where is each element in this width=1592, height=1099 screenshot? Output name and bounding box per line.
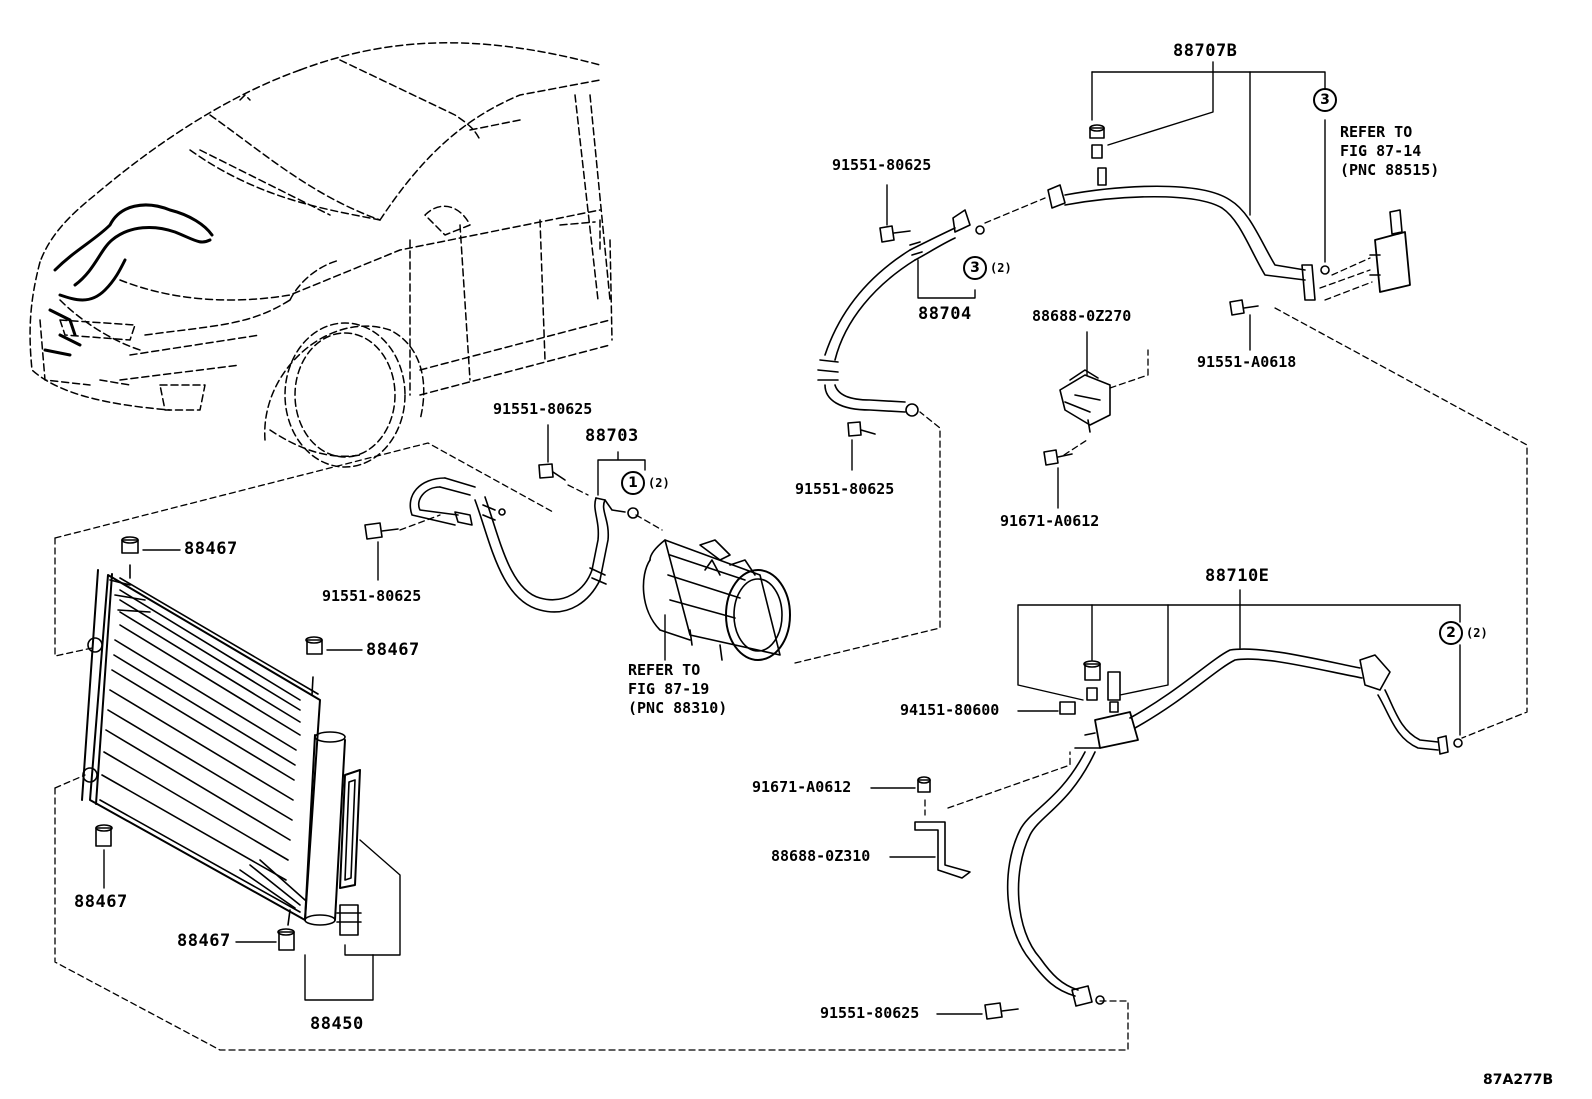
cushion-88467-parts [95,536,323,951]
reference-lines [54,197,1528,1051]
callout-3-mid: 3 [963,256,987,280]
pipe-88710e [1006,648,1463,1007]
label-91671-a0612-top: 91671-A0612 [1000,512,1100,530]
label-88467-bottom: 88467 [177,931,231,951]
label-91551-a0618: 91551-A0618 [1197,353,1297,371]
label-88688-0z270: 88688-0Z270 [1032,307,1132,325]
label-91551-80625-bottom: 91551-80625 [820,1004,920,1022]
label-91551-80625-top: 91551-80625 [832,156,932,174]
qty-callout-3: (2) [990,261,1012,275]
callout-3-top: 3 [1313,88,1337,112]
vehicle-ac-lines [43,203,214,357]
label-91551-80625-condenser: 91551-80625 [322,587,422,605]
label-91551-80625-compressor: 91551-80625 [493,400,593,418]
callout-2: 2 [1439,621,1463,645]
label-88710e: 88710E [1205,566,1270,586]
expansion-valve [1369,209,1411,293]
diagram-id: 87A277B [1483,1072,1554,1088]
vehicle-wheel [264,322,425,468]
label-88703: 88703 [585,426,639,446]
label-88467-right: 88467 [366,640,420,660]
callout-1: 1 [621,471,645,495]
leader-lines [103,61,1461,1015]
label-88688-0z310: 88688-0Z310 [771,847,871,865]
qty-callout-2: (2) [1466,626,1488,640]
bracket-88688-0z310 [914,776,971,879]
hose-88704 [817,209,985,417]
note-refer-expansion-valve: REFER TO FIG 87-14 (PNC 88515) [1340,123,1440,179]
label-91551-80625-hose: 91551-80625 [795,480,895,498]
label-88467-top: 88467 [184,539,238,559]
label-88450: 88450 [310,1014,364,1034]
label-94151-80600: 94151-80600 [900,701,1000,719]
qty-callout-1: (2) [648,476,670,490]
label-88707b: 88707B [1173,41,1238,61]
bolts [364,225,1259,1020]
bracket-88688-0z270 [1059,369,1111,433]
compressor [642,539,791,661]
label-91671-a0612-bottom: 91671-A0612 [752,778,852,796]
label-88704: 88704 [918,304,972,324]
condenser [81,564,362,936]
note-refer-compressor: REFER TO FIG 87-19 (PNC 88310) [628,661,728,717]
pipe-88707b [1047,124,1330,301]
hose-88703 [409,477,639,613]
label-88467-left: 88467 [74,892,128,912]
vehicle-outline [29,42,613,411]
